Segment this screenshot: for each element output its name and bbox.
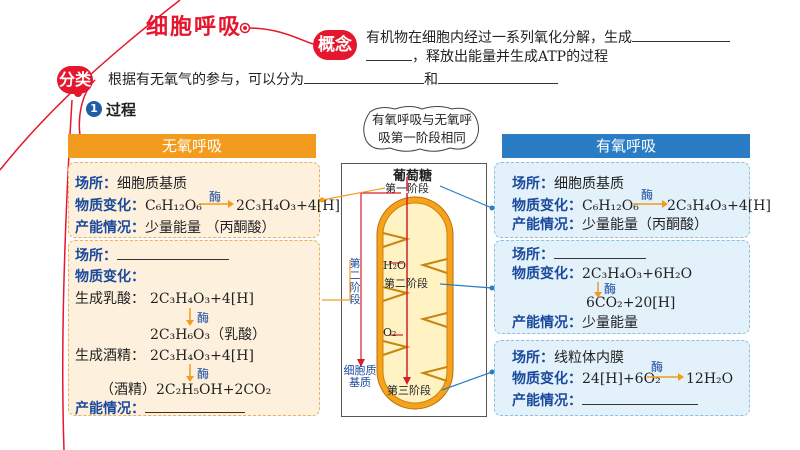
lactic-bottom: 2C₃H₆O₃（乳酸）: [150, 327, 267, 343]
aerobic-energy-row: 产能情况：少量能量（丙酮酸）: [512, 217, 708, 233]
anaerobic-change-row: 物质变化：C₆H₁₂O₆: [75, 198, 202, 214]
process-label: 过程: [106, 101, 137, 119]
concept-badge: 概念: [313, 30, 357, 60]
concept-line1: 有机物在细胞内经过一系列氧化分解，生成: [366, 27, 730, 48]
stage2-side-label: 第二阶段: [349, 257, 361, 306]
concept-line2: ，释放出能量并生成ATP的过程: [366, 46, 608, 67]
aerobic-change-row: 物质变化：C₆H₁₂O₆: [512, 198, 639, 214]
aerobic3-enzyme: 酶: [651, 360, 664, 374]
lactic-enzyme: 酶: [197, 311, 210, 325]
aerobic3-change-row: 物质变化：24[H]+6O₂: [512, 371, 661, 387]
aerobic3-energy-row: 产能情况：: [512, 390, 698, 411]
aerobic2-eq-bottom: 6CO₂+20[H]: [586, 295, 676, 311]
anaerobic2-site-row: 场所：: [75, 245, 229, 266]
alcohol-top: 2C₃H₄O₃+4[H]: [150, 348, 254, 364]
anaerobic2-energy-blank: [145, 398, 245, 413]
aerobic3-energy-blank: [582, 390, 698, 405]
class-blank-2: [438, 69, 558, 84]
mito-inner-matrix: [382, 202, 448, 404]
anaerobic-stage2-box: [68, 240, 320, 416]
aerobic-stage3-box: [494, 340, 750, 416]
enzyme-arrowhead-b3: [678, 373, 684, 381]
aerobic-stage1-box: [494, 162, 750, 238]
anaerobic-site-row: 场所：细胞质基质: [75, 176, 187, 192]
connector-dot-a1: [319, 197, 325, 203]
aerobic2-energy-row: 产能情况：少量能量: [512, 315, 638, 331]
anaerobic-eq-right: 2C₃H₄O₃+4[H]: [236, 198, 340, 214]
process-number: 1: [86, 101, 102, 117]
red-arrowhead-side: [357, 359, 365, 367]
connector-aerobic-stage1: [439, 185, 493, 209]
aerobic3-site-row: 场所：线粒体内膜: [512, 350, 624, 366]
page-title: 细胞呼吸: [146, 15, 243, 40]
aerobic3-eq-right: 12H₂O: [686, 371, 734, 387]
classification-line: 根据有无氧气的参与，可以分为和: [108, 69, 558, 90]
connector-aerobic-stage3: [441, 371, 493, 391]
note-bubble: [363, 106, 479, 152]
aerobic-site-row: 场所：细胞质基质: [512, 176, 624, 192]
classification-badge: 分类: [57, 66, 93, 94]
mitochondrion-diagram: [357, 177, 454, 410]
enzyme-arrowhead-b2: [594, 292, 602, 298]
decor-dot-title-core: [243, 26, 247, 30]
concept-blank-2: [366, 46, 412, 61]
o2-label: O₂: [383, 326, 397, 339]
concept-blank-1: [632, 27, 730, 42]
note-text: 有氧呼吸与无氧呼吸第一阶段相同: [371, 112, 472, 145]
red-arrowhead-main: [403, 377, 411, 385]
anaerobic2-site-blank: [117, 245, 229, 260]
connector-dot-b1: [489, 205, 495, 211]
glucose-label: 葡萄糖: [393, 169, 433, 184]
anaerobic2-change-label: 物质变化：: [75, 269, 145, 285]
connector-dot-b2: [489, 285, 495, 291]
connector-anaerobic-stage2: [322, 260, 351, 301]
aerobic2-enzyme: 酶: [604, 282, 617, 296]
anaerobic-energy-row: 产能情况：少量能量 （丙酮酸）: [75, 220, 276, 236]
enzyme-arrowhead-lactic: [186, 320, 194, 326]
enzyme-arrowhead-alcohol: [186, 376, 194, 382]
lactic-label: 生成乳酸：: [75, 291, 145, 307]
anaerobic-stage1-box: [68, 162, 320, 238]
stage3-label: 第三阶段: [387, 384, 431, 397]
anaerobic-enzyme-1: 酶: [209, 190, 222, 204]
aerobic2-site-row: 场所：: [512, 244, 646, 265]
aerobic-eq-right: 2C₃H₄O₃+4[H]: [667, 198, 771, 214]
class-blank-1: [304, 69, 424, 84]
connector-anaerobic-stage1: [321, 187, 386, 201]
connector-aerobic-stage2: [439, 283, 493, 289]
aerobic-enzyme-1: 酶: [641, 188, 654, 202]
decor-curve-connector: [247, 27, 314, 45]
anaerobic2-energy-row: 产能情况：: [75, 398, 245, 419]
aerobic-header: 有氧呼吸: [502, 134, 750, 158]
lactic-top: 2C₃H₄O₃+4[H]: [150, 291, 254, 307]
aerobic2-site-blank: [554, 244, 646, 259]
enzyme-arrowhead-a1: [228, 200, 234, 208]
aerobic2-change-row: 物质变化：2C₃H₄O₃+6H₂O: [512, 266, 693, 282]
alcohol-label: 生成酒精：: [75, 348, 145, 364]
enzyme-arrowhead-b1: [662, 200, 668, 208]
matrix-side-label: 细胞质基质: [343, 364, 377, 389]
h2o-label: H₂O: [383, 259, 407, 272]
aerobic-stage2-box: [494, 240, 750, 334]
alcohol-enzyme: 酶: [197, 367, 210, 381]
stage2-inner-label: 第二阶段: [384, 277, 428, 290]
anaerobic-header: 无氧呼吸: [68, 134, 316, 158]
note-bubble-outline: [363, 106, 479, 152]
alcohol-bottom: （酒精）2C₂H₅OH+2CO₂: [100, 382, 272, 398]
connector-dot-b3: [489, 369, 495, 375]
